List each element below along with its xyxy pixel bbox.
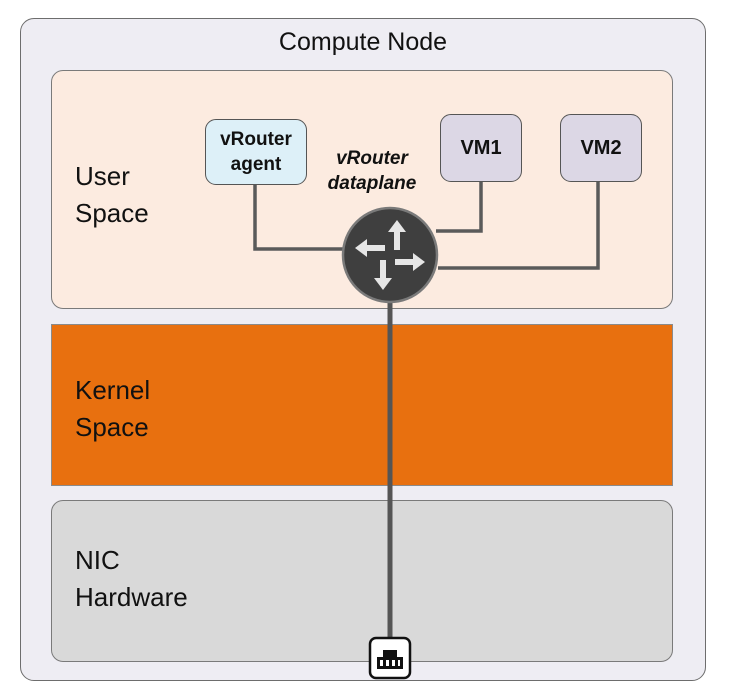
user-space-label: User Space [75,161,149,228]
agent-to-dataplane-line [253,185,345,251]
ethernet-port-icon [368,636,412,680]
vm2-to-dataplane-line [438,182,600,270]
vrouter-dataplane-label: vRouter dataplane [327,148,417,194]
router-icon [341,206,439,304]
vrouter-agent-box: vRouter agent [205,119,307,185]
vm2-box: VM2 [560,114,642,182]
kernel-space-layer [51,324,673,486]
nic-hardware-label: NIC Hardware [75,545,188,612]
kernel-space-label: Kernel Space [75,375,151,442]
nic-hardware-layer [51,500,673,662]
vm1-to-dataplane-line [436,182,483,233]
vm1-box: VM1 [440,114,522,182]
compute-node-title: Compute Node [278,28,448,56]
